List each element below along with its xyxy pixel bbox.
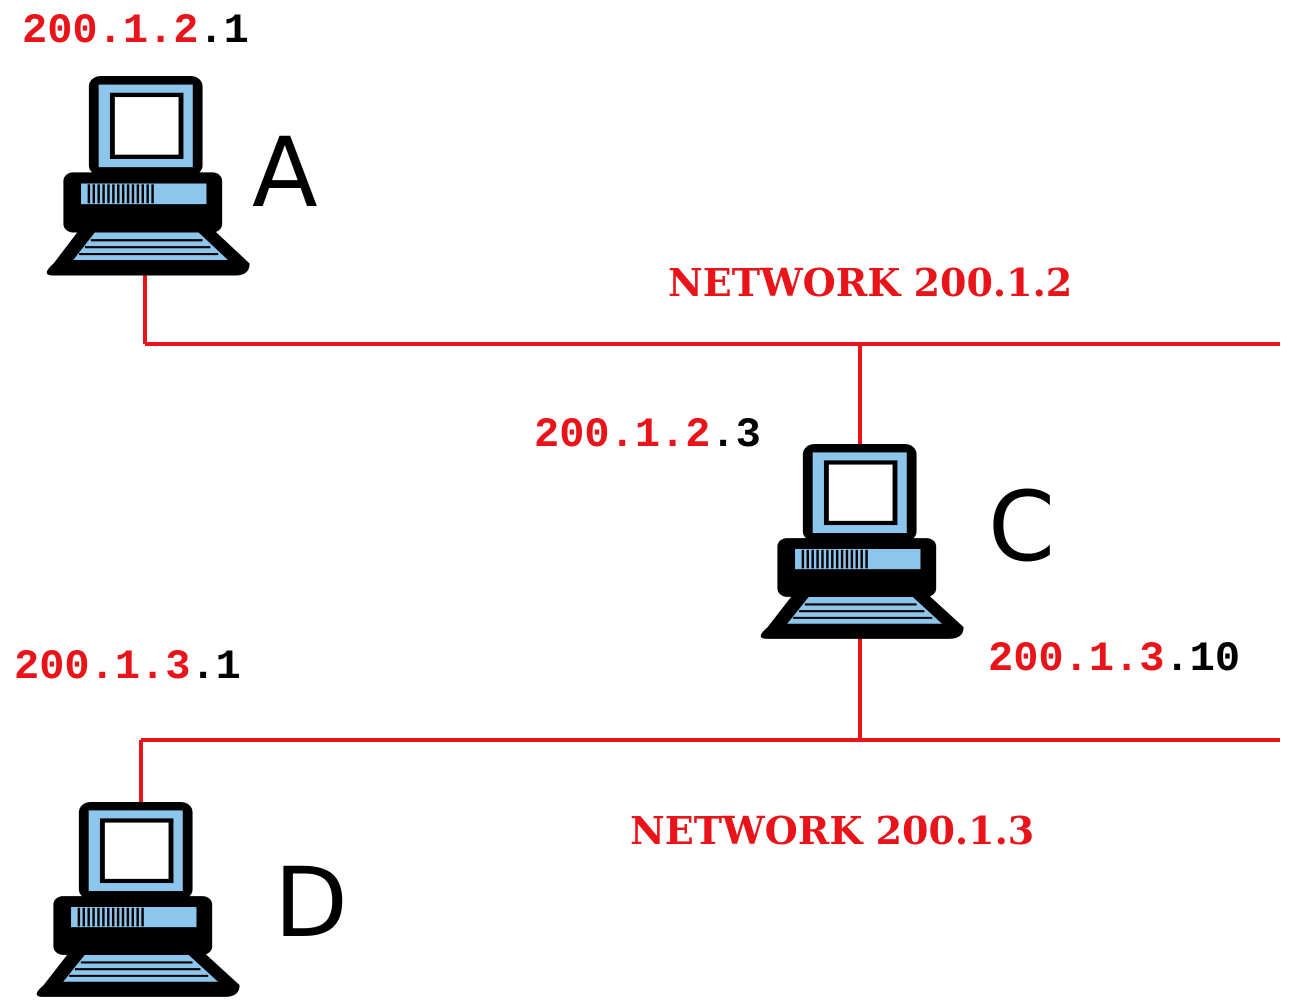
laptop-icon bbox=[37, 802, 240, 997]
host-c-ip-net1: 200.1.2.3 bbox=[534, 411, 761, 459]
host-c-ip-net2: 200.1.3.10 bbox=[988, 635, 1240, 683]
network-links bbox=[139, 270, 1280, 808]
laptop-icon bbox=[47, 76, 250, 276]
host-d-letter: D bbox=[274, 847, 348, 959]
network-label-200-1-3: NETWORK 200.1.3 bbox=[630, 808, 1034, 853]
host-a: A 200.1.2.1 bbox=[22, 7, 318, 276]
host-d: D 200.1.3.1 bbox=[14, 643, 348, 997]
network-label-200-1-2: NETWORK 200.1.2 bbox=[668, 260, 1072, 305]
host-a-letter: A bbox=[252, 117, 318, 229]
laptop-icon bbox=[761, 444, 964, 639]
host-d-ip: 200.1.3.1 bbox=[14, 643, 241, 691]
host-c-letter: C bbox=[988, 471, 1055, 583]
host-c: C 200.1.2.3 200.1.3.10 bbox=[534, 411, 1240, 683]
host-a-ip: 200.1.2.1 bbox=[22, 7, 249, 55]
